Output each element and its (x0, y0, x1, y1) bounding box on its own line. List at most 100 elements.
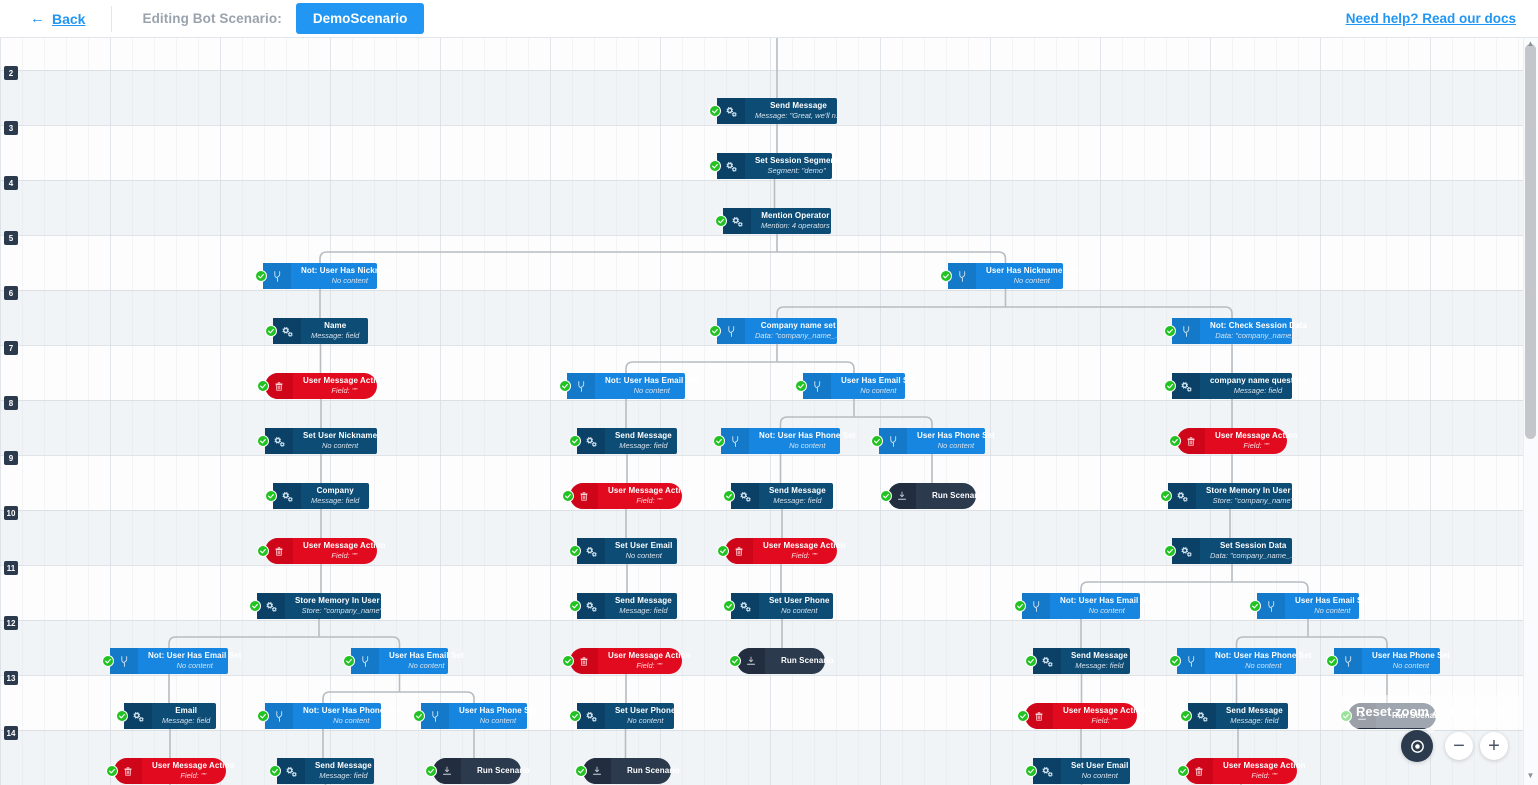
connector (854, 416, 933, 428)
node-title: Send Message (1226, 706, 1283, 716)
check-icon (346, 658, 352, 664)
check-icon (732, 658, 738, 664)
node-status-ok-icon (1169, 435, 1181, 447)
branch-icon (263, 263, 291, 289)
zoom-out-button[interactable]: − (1445, 732, 1473, 760)
flow-node[interactable]: Run Scenario (880, 483, 985, 509)
node-title: User Message Action (1215, 431, 1298, 441)
docs-link[interactable]: Need help? Read our docs (1345, 11, 1516, 26)
scenario-name-chip[interactable]: DemoScenario (295, 3, 425, 34)
gears-icon (1180, 381, 1192, 392)
flow-node[interactable]: Store Memory In User ...Store: "company_… (1160, 483, 1300, 509)
node-title: Email (175, 706, 198, 716)
node-subtitle: Message: field (311, 495, 360, 505)
branch-icon (731, 435, 738, 447)
scrollbar-up-arrow[interactable]: ▲ (1526, 39, 1535, 48)
flow-node[interactable]: Run Scenario (575, 758, 680, 784)
node-subtitle: Field: "" (791, 550, 818, 560)
node-status-ok-icon (1025, 655, 1037, 667)
flow-node[interactable]: Store Memory In User ...Store: "company_… (249, 593, 389, 619)
zoom-in-button[interactable]: + (1480, 732, 1508, 760)
check-icon (268, 328, 274, 334)
scrollbar-down-arrow[interactable]: ▼ (1526, 771, 1535, 780)
node-title: Company name set (760, 321, 836, 331)
node-status-ok-icon (729, 655, 741, 667)
reset-zoom-button[interactable] (1401, 730, 1433, 762)
vertical-scrollbar-thumb[interactable] (1525, 44, 1536, 439)
node-title: Set User Nickname (303, 431, 378, 441)
back-button[interactable]: ← Back (30, 11, 85, 27)
node-status-ok-icon (1160, 490, 1172, 502)
gears-icon (731, 216, 743, 227)
flow-node[interactable]: Run Scenario (729, 648, 834, 674)
branch-icon (889, 435, 896, 447)
gears-icon (273, 436, 285, 447)
trash-icon (580, 491, 588, 501)
trash-icon (124, 766, 132, 776)
connector (625, 361, 777, 373)
node-body: Store Memory In User ...Store: "company_… (285, 593, 399, 619)
node-title: Send Message (615, 596, 672, 606)
target-icon (1410, 739, 1424, 753)
branch-icon (351, 648, 379, 674)
row-number-9: 9 (4, 451, 18, 465)
check-icon (109, 768, 115, 774)
flow-node[interactable]: Run Scenario (425, 758, 530, 784)
row-number-13: 13 (4, 671, 18, 685)
check-icon (272, 768, 278, 774)
flow-node[interactable]: Not: User Has Nicknam...No content (255, 263, 398, 289)
row-number-3: 3 (4, 121, 18, 135)
gears-icon (585, 546, 597, 557)
node-subtitle: Message: field (1230, 715, 1279, 725)
node-title: User Message Action (608, 651, 691, 661)
